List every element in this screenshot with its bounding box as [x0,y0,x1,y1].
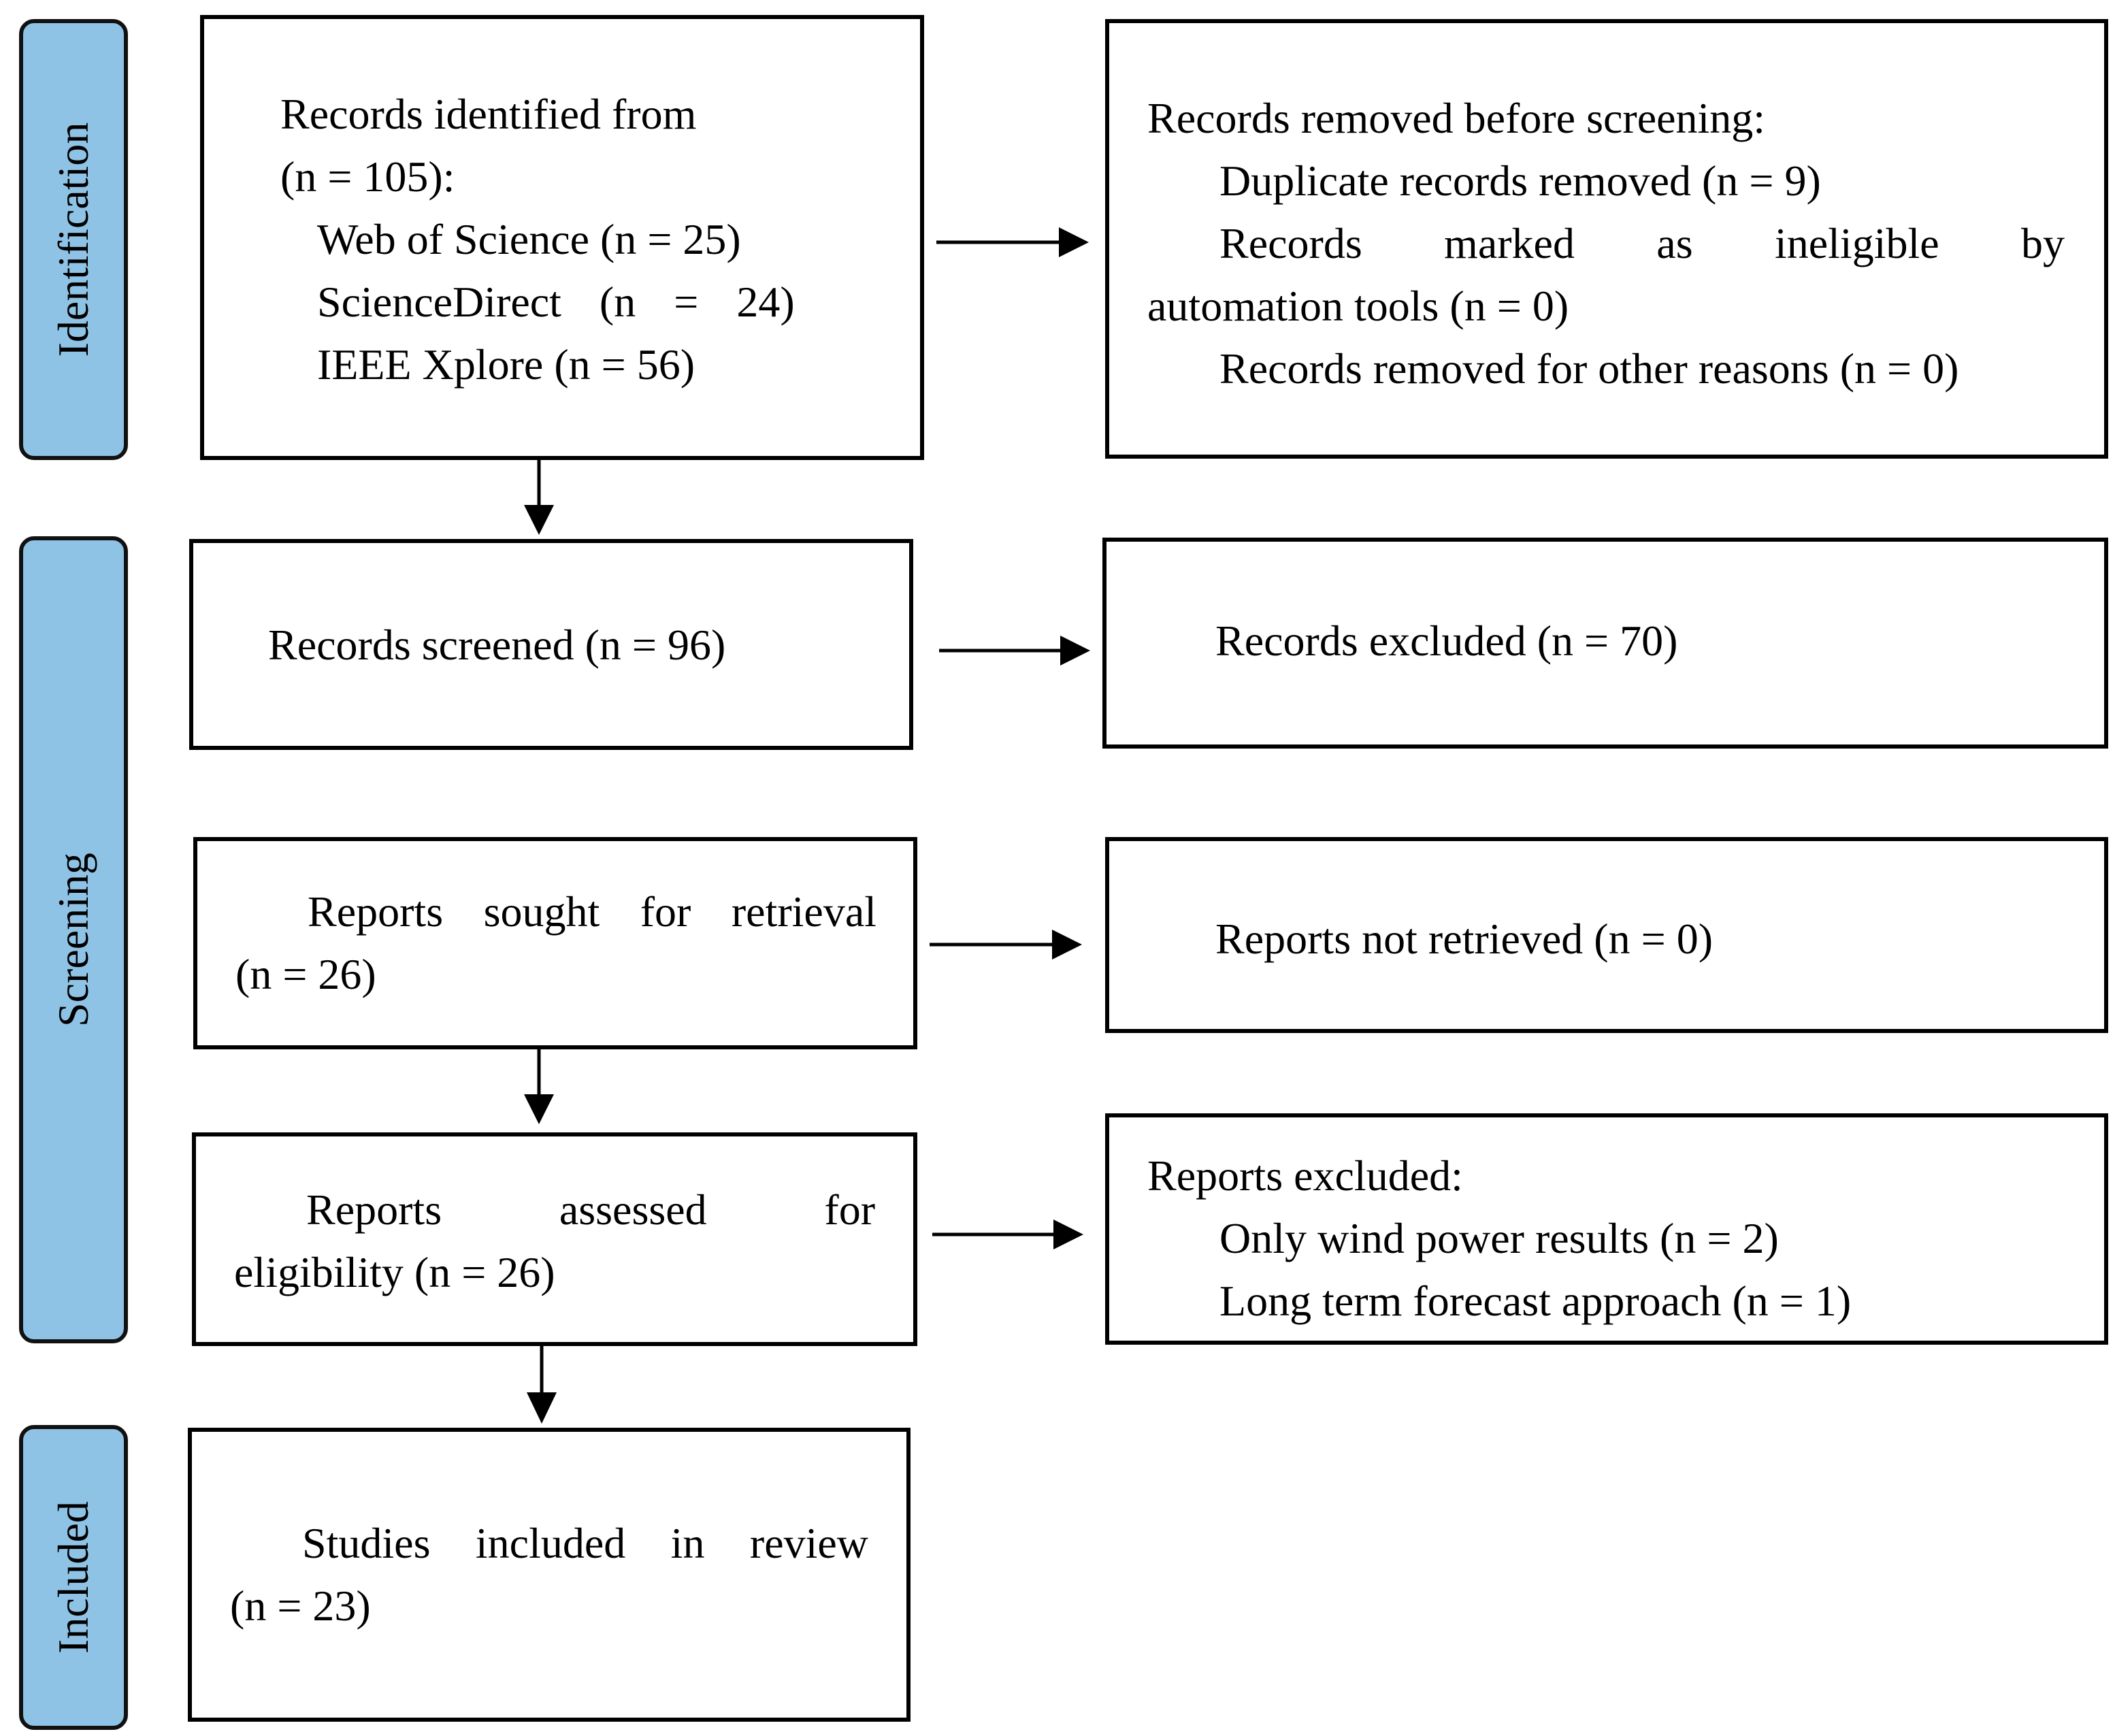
records-identified-total: (n = 105): [280,152,455,201]
reports-excluded-heading: Reports excluded: [1147,1151,1463,1200]
phase-screening: Screening [19,536,128,1343]
records-removed-heading: Records removed before screening: [1147,94,1766,142]
records-removed-box: Records removed before screening: Duplic… [1105,19,2108,459]
source-sciencedirect: ScienceDirect (n = 24) [317,278,795,326]
arrow-sought-to-not-retrieved [930,930,1082,960]
records-identified-heading: Records identified from [280,90,697,138]
records-excluded-text: Records excluded (n = 70) [1215,617,1678,665]
records-identified-box: Records identified from (n = 105): Web o… [200,15,924,460]
arrow-assessed-to-excluded [932,1219,1083,1249]
arrow-identified-to-removed [936,227,1089,257]
records-screened-box: Records screened (n = 96) [189,539,913,750]
ineligible-automation-line1: Records marked as ineligible by [1219,219,2065,267]
reports-assessed-line1: Reports assessed for [306,1185,875,1234]
reports-sought-line1: Reports sought for retrieval [308,887,876,936]
arrow-sought-to-assessed [524,1049,554,1124]
reports-sought-box: Reports sought for retrieval (n = 26) [193,837,917,1049]
arrow-screened-to-excluded [939,636,1090,666]
source-web-of-science: Web of Science (n = 25) [317,215,741,263]
reports-not-retrieved-text: Reports not retrieved (n = 0) [1215,915,1713,963]
records-excluded-box: Records excluded (n = 70) [1102,538,2108,749]
reports-sought-line2: (n = 26) [235,950,376,998]
reports-assessed-line2: eligibility (n = 26) [234,1248,555,1296]
ineligible-automation-line2: automation tools (n = 0) [1147,282,1569,330]
source-ieee-xplore: IEEE Xplore (n = 56) [317,340,695,389]
removed-other-reasons: Records removed for other reasons (n = 0… [1219,344,1959,393]
records-screened-text: Records screened (n = 96) [268,621,726,669]
reports-not-retrieved-box: Reports not retrieved (n = 0) [1105,837,2108,1033]
phase-included: Included [19,1425,128,1730]
phase-identification: Identification [19,19,128,460]
studies-included-line1: Studies included in review [302,1519,868,1567]
duplicates-removed: Duplicate records removed (n = 9) [1219,157,1821,205]
arrow-assessed-to-included [527,1346,557,1424]
studies-included-box: Studies included in review (n = 23) [188,1428,911,1722]
excluded-long-term: Long term forecast approach (n = 1) [1219,1277,1852,1325]
reports-excluded-box: Reports excluded: Only wind power result… [1105,1113,2108,1345]
studies-included-line2: (n = 23) [230,1582,371,1630]
excluded-wind-power: Only wind power results (n = 2) [1219,1214,1779,1262]
arrow-identified-to-screened [524,460,554,535]
reports-assessed-box: Reports assessed for eligibility (n = 26… [192,1132,917,1346]
